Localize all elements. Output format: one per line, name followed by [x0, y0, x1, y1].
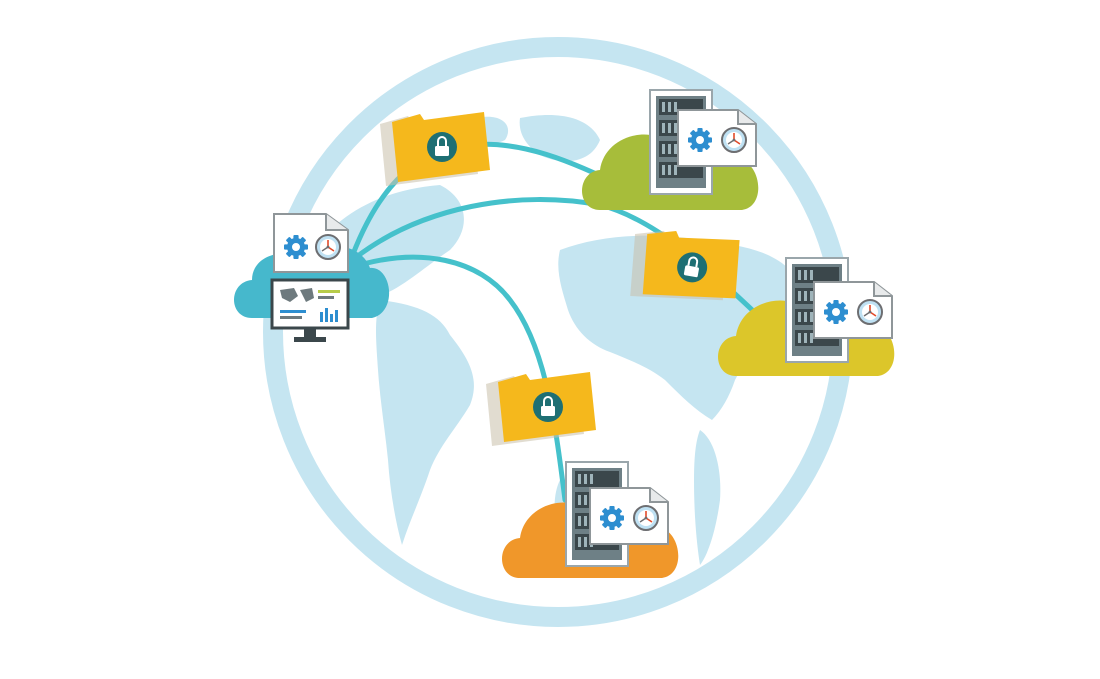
world-map-dashboard-icon — [280, 288, 340, 322]
doc-card — [678, 110, 756, 166]
hub-node — [234, 213, 390, 342]
hub-doc-card — [273, 213, 349, 273]
destination-green — [582, 89, 759, 210]
destination-orange — [502, 461, 679, 578]
monitor-icon — [270, 278, 350, 342]
gear-icon — [284, 235, 308, 259]
doc-card — [814, 282, 892, 338]
clock-icon — [315, 234, 341, 260]
folder-lock-icon — [485, 371, 597, 447]
folder-lock-icon — [379, 111, 491, 187]
doc-card — [590, 488, 668, 544]
destination-yellow — [718, 257, 895, 376]
